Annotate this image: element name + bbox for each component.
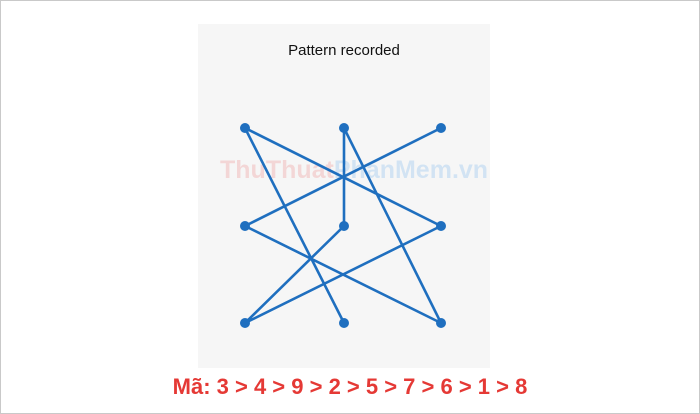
pattern-dot-9[interactable] (436, 318, 446, 328)
pattern-dot-8[interactable] (339, 318, 349, 328)
watermark-part-a: ThuThuat (220, 156, 334, 184)
pattern-dot-2[interactable] (339, 123, 349, 133)
pattern-dot-1[interactable] (240, 123, 250, 133)
pattern-dot-5[interactable] (339, 221, 349, 231)
pattern-status-title: Pattern recorded (288, 42, 400, 59)
watermark-text: ThuThuatPhanMem.vn (220, 156, 488, 185)
pattern-dot-4[interactable] (240, 221, 250, 231)
pattern-code-caption: Mã: 3 > 4 > 9 > 2 > 5 > 7 > 6 > 1 > 8 (172, 374, 528, 399)
pattern-dots (240, 123, 446, 328)
pattern-dot-3[interactable] (436, 123, 446, 133)
pattern-dot-6[interactable] (436, 221, 446, 231)
pattern-dot-7[interactable] (240, 318, 250, 328)
lock-pattern-screen: Pattern recorded (198, 24, 490, 368)
